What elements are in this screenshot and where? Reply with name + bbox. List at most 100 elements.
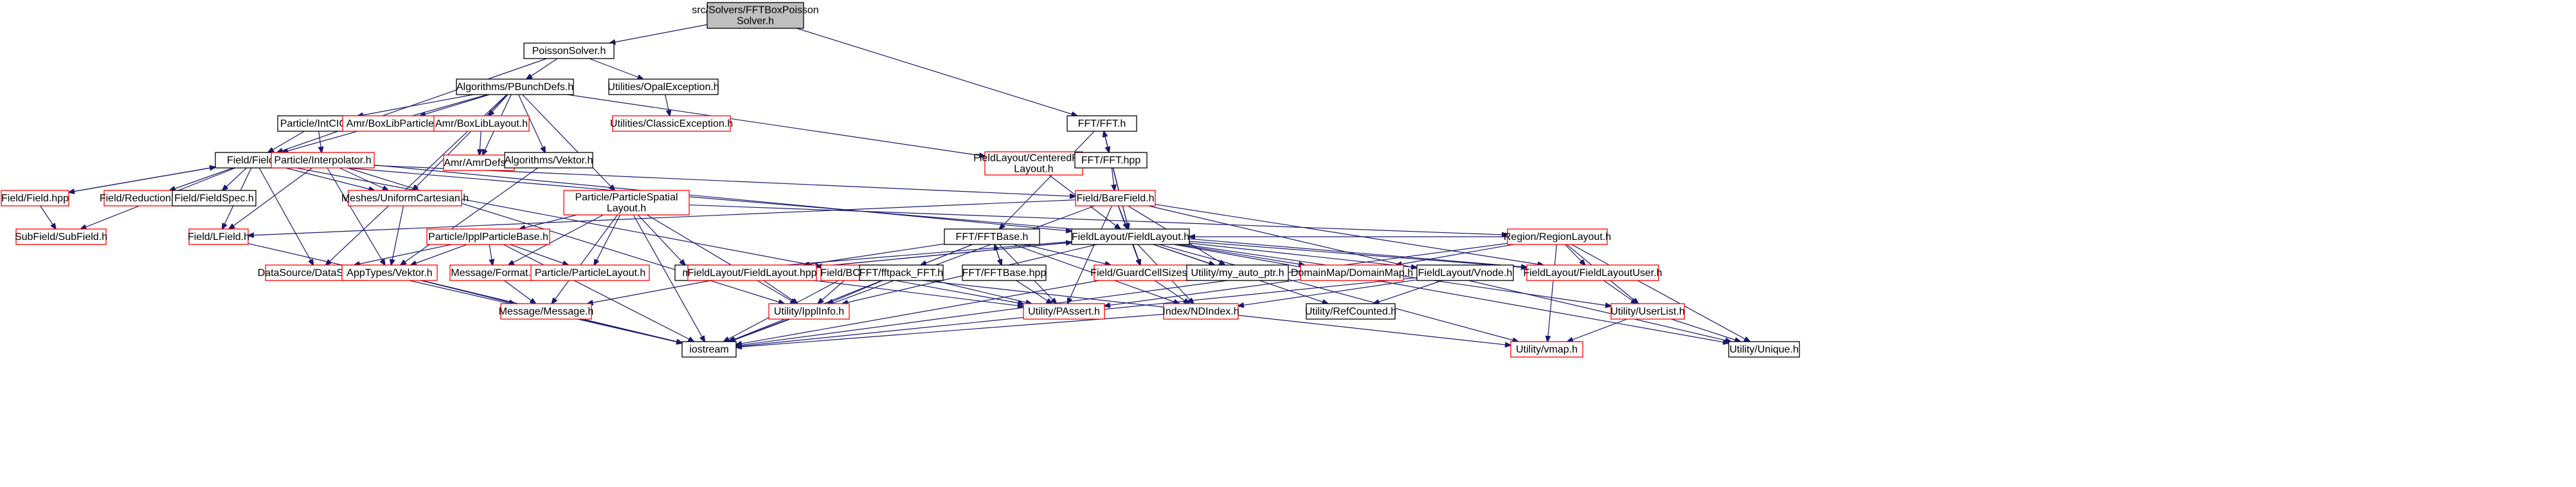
node-box[interactable]: [1071, 228, 1190, 245]
node-refcounted[interactable]: Utility/RefCounted.h: [1305, 303, 1396, 320]
node-box[interactable]: [530, 264, 650, 281]
node-userlist[interactable]: Utility/UserList.h: [1610, 303, 1685, 320]
node-box[interactable]: [456, 78, 574, 95]
node-box[interactable]: [433, 115, 530, 132]
node-fftpack[interactable]: FFT/fftpack_FFT.h: [859, 264, 944, 281]
node-pbunch[interactable]: Algorithms/PBunchDefs.h: [456, 78, 574, 95]
node-box[interactable]: [1067, 115, 1137, 132]
node-box[interactable]: [1094, 264, 1193, 281]
node-amrdefs[interactable]: Amr/AmrDefs.h: [443, 154, 515, 171]
node-flhpp[interactable]: FieldLayout/FieldLayout.hpp: [687, 264, 817, 281]
edge-guard-to-ndindex: [1154, 280, 1189, 304]
node-subfield[interactable]: SubField/SubField.h: [15, 228, 107, 245]
node-box[interactable]: [1306, 303, 1396, 320]
node-guard[interactable]: Field/GuardCellSizes.h: [1090, 264, 1196, 281]
node-fftbasehpp[interactable]: FFT/FFTBase.hpp: [962, 264, 1047, 281]
node-ffthpp[interactable]: FFT/FFT.hpp: [1074, 152, 1148, 169]
node-box[interactable]: [1186, 264, 1289, 281]
edge-region-to-vmap: [1547, 244, 1557, 342]
node-ippbase[interactable]: Particle/IpplParticleBase.h: [426, 228, 550, 245]
node-box[interactable]: [1526, 264, 1659, 281]
node-box[interactable]: [687, 264, 817, 281]
node-region[interactable]: Region/RegionLayout.h: [1504, 228, 1611, 245]
node-box[interactable]: [504, 152, 593, 169]
node-playout[interactable]: Particle/ParticleLayout.h: [530, 264, 650, 281]
node-lfield[interactable]: Field/LField.h: [188, 228, 249, 245]
node-apptypes[interactable]: AppTypes/Vektor.h: [341, 264, 438, 281]
node-box[interactable]: [1300, 264, 1404, 281]
edge-ffthpp-to-bare: [1112, 167, 1114, 190]
node-poisson[interactable]: PoissonSolver.h: [523, 42, 615, 59]
edge-guard-to-iostream: [736, 280, 1100, 345]
node-box[interactable]: [608, 78, 719, 95]
edge-fftpack-to-ippinfo: [827, 280, 883, 304]
node-bare[interactable]: Field/BareField.h: [1075, 190, 1156, 207]
node-box[interactable]: [1416, 264, 1514, 281]
node-box[interactable]: [563, 190, 690, 216]
node-fftfft[interactable]: FFT/FFT.h: [1067, 115, 1137, 132]
edge-message-to-iostream: [579, 318, 682, 343]
node-passet[interactable]: Utility/PAssert.h: [1023, 303, 1105, 320]
node-box[interactable]: [859, 264, 944, 281]
node-box[interactable]: [681, 341, 737, 358]
node-box[interactable]: [612, 115, 731, 132]
node-boxliblayout[interactable]: Amr/BoxLibLayout.h: [433, 115, 530, 132]
edge-algvektor-to-apptypes: [401, 167, 538, 265]
node-box[interactable]: [1510, 341, 1583, 358]
node-box[interactable]: [1163, 303, 1239, 320]
node-box[interactable]: [500, 303, 592, 320]
node-meshes[interactable]: Meshes/UniformCartesian.h: [341, 190, 469, 207]
node-box[interactable]: [172, 190, 257, 207]
node-box[interactable]: [1023, 303, 1105, 320]
node-msgformat[interactable]: Message/Format.h: [449, 264, 538, 281]
node-box[interactable]: [1075, 190, 1156, 207]
node-box[interactable]: [1728, 341, 1800, 358]
node-box[interactable]: [348, 190, 462, 207]
edge-pbunch-to-boxliblayout: [489, 94, 509, 116]
node-box[interactable]: [768, 303, 850, 320]
node-box[interactable]: [523, 42, 615, 59]
node-fieldhpp[interactable]: Field/Field.hpp: [1, 190, 69, 207]
node-vnode[interactable]: FieldLayout/Vnode.h: [1416, 264, 1514, 281]
node-box[interactable]: [271, 152, 375, 169]
node-box[interactable]: [1074, 152, 1148, 169]
node-pinterp[interactable]: Particle/Interpolator.h: [271, 152, 375, 169]
node-box[interactable]: [1, 190, 69, 207]
node-box[interactable]: [944, 228, 1040, 245]
node-fluser[interactable]: FieldLayout/FieldLayoutUser.h: [1523, 264, 1662, 281]
node-box[interactable]: [15, 228, 107, 245]
node-label: Field/Field.hpp: [1, 193, 69, 204]
node-domainmap[interactable]: DomainMap/DomainMap.h: [1291, 264, 1413, 281]
node-opalexc[interactable]: Utilities/OpalException.h: [608, 78, 719, 95]
node-iostream[interactable]: iostream: [681, 341, 737, 358]
node-box[interactable]: [1507, 228, 1608, 245]
node-unique[interactable]: Utility/Unique.h: [1728, 341, 1800, 358]
node-ippinfo[interactable]: Utility/IpplInfo.h: [768, 303, 850, 320]
node-box[interactable]: [188, 228, 249, 245]
node-boxlibparticle[interactable]: Amr/BoxLibParticle.h: [342, 115, 447, 132]
node-message[interactable]: Message/Message.h: [499, 303, 594, 320]
node-box[interactable]: [984, 151, 1083, 176]
node-box[interactable]: [443, 154, 515, 171]
node-classicexc[interactable]: Utilities/ClassicException.h: [610, 115, 733, 132]
node-label: Utility/RefCounted.h: [1305, 306, 1396, 317]
edge-bare-to-passet: [1067, 205, 1113, 304]
node-fftbase[interactable]: FFT/FFTBase.h: [944, 228, 1040, 245]
node-box[interactable]: [707, 2, 804, 29]
node-myauto[interactable]: Utility/my_auto_ptr.h: [1186, 264, 1289, 281]
node-fflayout[interactable]: FieldLayout/FieldLayout.h: [1071, 228, 1190, 245]
node-box[interactable]: [342, 115, 447, 132]
node-box[interactable]: [341, 264, 438, 281]
node-vmap[interactable]: Utility/vmap.h: [1510, 341, 1583, 358]
node-box[interactable]: [1610, 303, 1685, 320]
node-box[interactable]: [962, 264, 1047, 281]
node-algvektor[interactable]: Algorithms/Vektor.h: [504, 152, 593, 169]
node-fieldspec[interactable]: Field/FieldSpec.h: [172, 190, 257, 207]
node-ndindex[interactable]: Index/NDIndex.h: [1162, 303, 1239, 320]
node-box[interactable]: [449, 264, 538, 281]
node-box[interactable]: [426, 228, 550, 245]
node-label: Utility/UserList.h: [1610, 306, 1685, 317]
